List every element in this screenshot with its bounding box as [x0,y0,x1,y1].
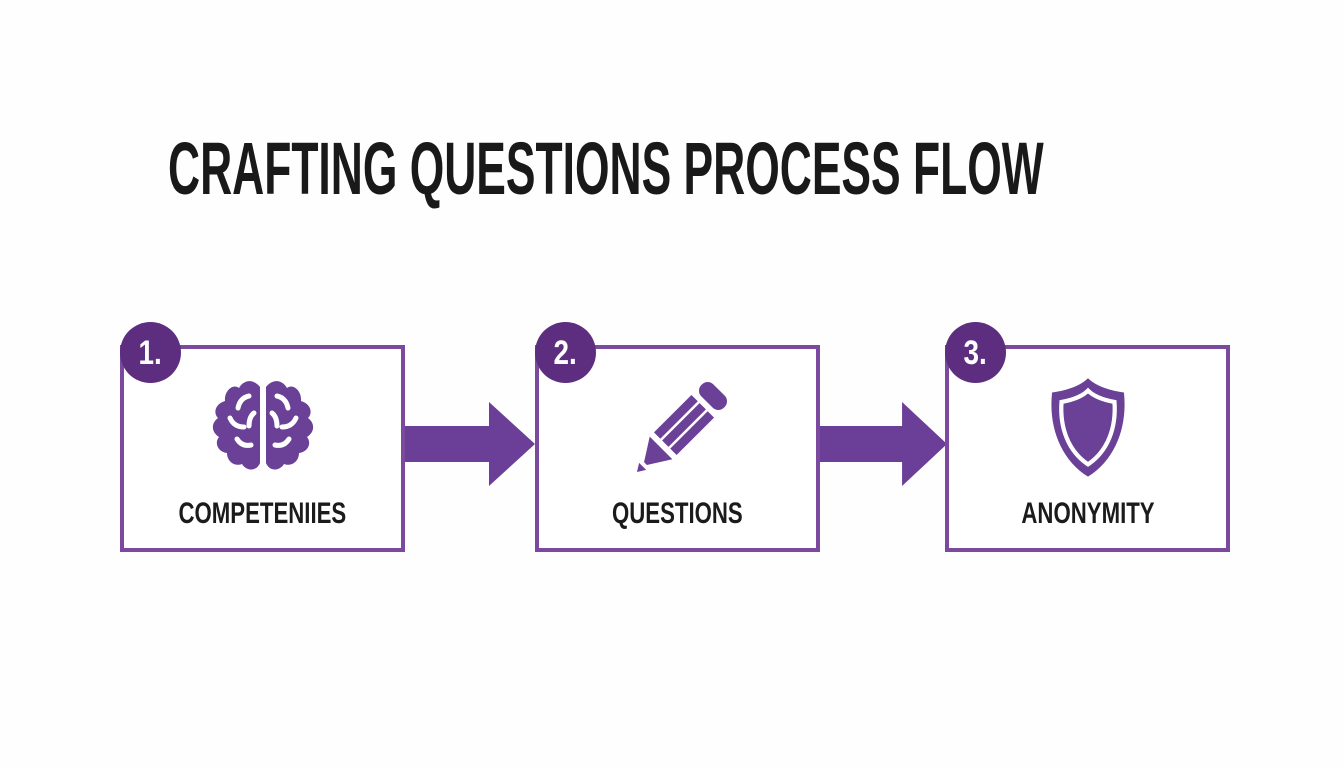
step-number-badge: 2. [535,322,596,383]
step-number: 3. [963,333,988,372]
flow-arrow-2 [820,402,947,491]
step-number-badge: 3. [945,322,1006,383]
step-number-badge: 1. [120,322,181,383]
step-label: QUESTIONS [612,497,743,530]
step-number: 1. [138,333,163,372]
step-label: COMPETENIIES [178,497,347,530]
step-card-competencies: 1. [120,322,405,552]
flow-arrow-1 [405,402,535,491]
pencil-icon [539,371,816,491]
shield-icon [949,371,1226,483]
step-number: 2. [553,333,578,372]
brain-icon [124,371,401,475]
page-title: CRAFTING QUESTIONS PROCESS FLOW [168,127,1044,210]
step-card-anonymity: 3. ANONYMITY [945,322,1230,552]
step-label: ANONYMITY [1020,497,1155,530]
step-card-questions: 2. QUESTIONS [535,322,820,552]
